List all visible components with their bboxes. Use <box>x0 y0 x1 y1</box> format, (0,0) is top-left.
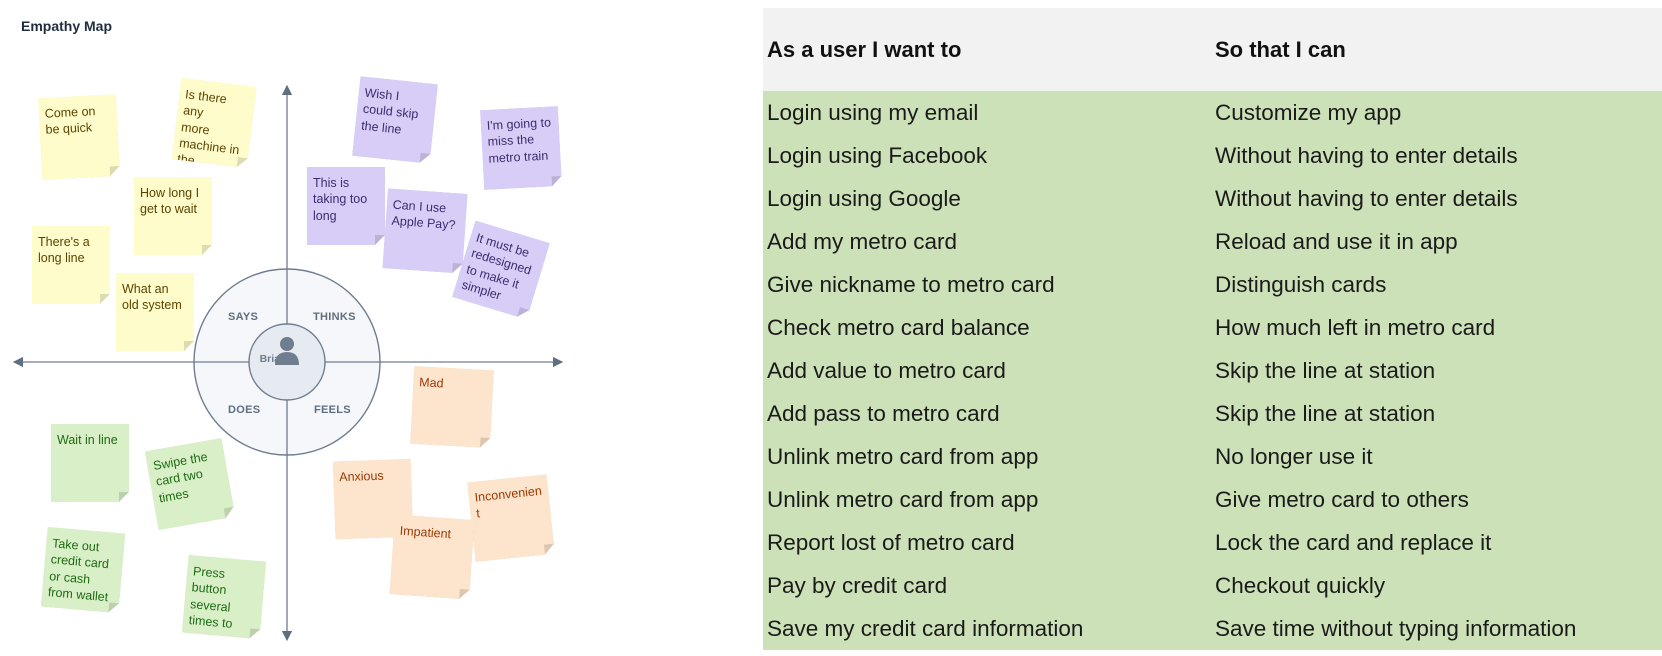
cell-so-that: Lock the card and replace it <box>1211 521 1662 564</box>
table-header-row: As a user I want to So that I can <box>763 8 1662 91</box>
cell-want: Add pass to metro card <box>763 392 1211 435</box>
cell-want: Give nickname to metro card <box>763 263 1211 306</box>
sticky-note[interactable]: Take out credit card or cash from wallet <box>41 527 126 613</box>
sticky-note[interactable]: Inconvenien t <box>467 474 555 562</box>
cell-so-that: Distinguish cards <box>1211 263 1662 306</box>
quadrant-does-label: DOES <box>228 404 261 416</box>
cell-so-that: Without having to enter details <box>1211 134 1662 177</box>
cell-want: Add my metro card <box>763 220 1211 263</box>
empathy-map-title: Empathy Map <box>21 18 113 34</box>
cell-want: Unlink metro card from app <box>763 478 1211 521</box>
quadrant-says-label: SAYS <box>228 311 259 323</box>
user-stories-table: As a user I want to So that I can Login … <box>763 8 1662 650</box>
cell-want: Login using Facebook <box>763 134 1211 177</box>
cell-want: Report lost of metro card <box>763 521 1211 564</box>
persona-name: Brian <box>259 353 287 365</box>
cell-so-that: Reload and use it in app <box>1211 220 1662 263</box>
sticky-note[interactable]: How long I get to wait <box>134 177 212 255</box>
sticky-note[interactable]: Wait in line <box>51 424 129 502</box>
cell-want: Check metro card balance <box>763 306 1211 349</box>
sticky-note[interactable]: Swipe the card two times <box>145 438 236 530</box>
empathy-map-diagram <box>12 84 564 642</box>
cell-so-that: Checkout quickly <box>1211 564 1662 607</box>
cell-so-that: Give metro card to others <box>1211 478 1662 521</box>
sticky-note[interactable]: What an old system <box>116 273 194 351</box>
sticky-note[interactable]: Can I use Apple Pay? <box>382 188 467 273</box>
quadrant-thinks-label: THINKS <box>313 311 356 323</box>
cell-want: Unlink metro card from app <box>763 435 1211 478</box>
quadrant-feels-label: FEELS <box>314 404 351 416</box>
sticky-note[interactable]: Come on be quick <box>38 94 120 180</box>
cell-want: Login using Google <box>763 177 1211 220</box>
sticky-note[interactable]: This is taking too long <box>307 167 385 245</box>
cell-so-that: Skip the line at station <box>1211 349 1662 392</box>
cell-so-that: Save time without typing information <box>1211 607 1662 650</box>
cell-so-that: How much left in metro card <box>1211 306 1662 349</box>
sticky-note[interactable]: There's a long line <box>32 226 110 304</box>
sticky-note[interactable]: Impatient <box>389 514 474 599</box>
cell-want: Add value to metro card <box>763 349 1211 392</box>
sticky-note[interactable]: Wish I could skip the line <box>352 76 438 164</box>
cell-so-that: Skip the line at station <box>1211 392 1662 435</box>
cell-want: Login using my email <box>763 91 1211 134</box>
sticky-note[interactable]: Mad <box>410 366 494 448</box>
user-avatar-icon <box>275 337 299 365</box>
cell-want: Save my credit card information <box>763 607 1211 650</box>
sticky-note[interactable]: I'm going to miss the metro train <box>480 106 562 190</box>
sticky-note[interactable]: Is there any more machine in the station… <box>171 78 256 169</box>
sticky-note[interactable]: Press button several times to <box>182 555 267 640</box>
cell-want: Pay by credit card <box>763 564 1211 607</box>
cell-so-that: Without having to enter details <box>1211 177 1662 220</box>
column-header-want: As a user I want to <box>763 8 1211 91</box>
cell-so-that: No longer use it <box>1211 435 1662 478</box>
cell-so-that: Customize my app <box>1211 91 1662 134</box>
column-header-so-that: So that I can <box>1211 8 1662 91</box>
